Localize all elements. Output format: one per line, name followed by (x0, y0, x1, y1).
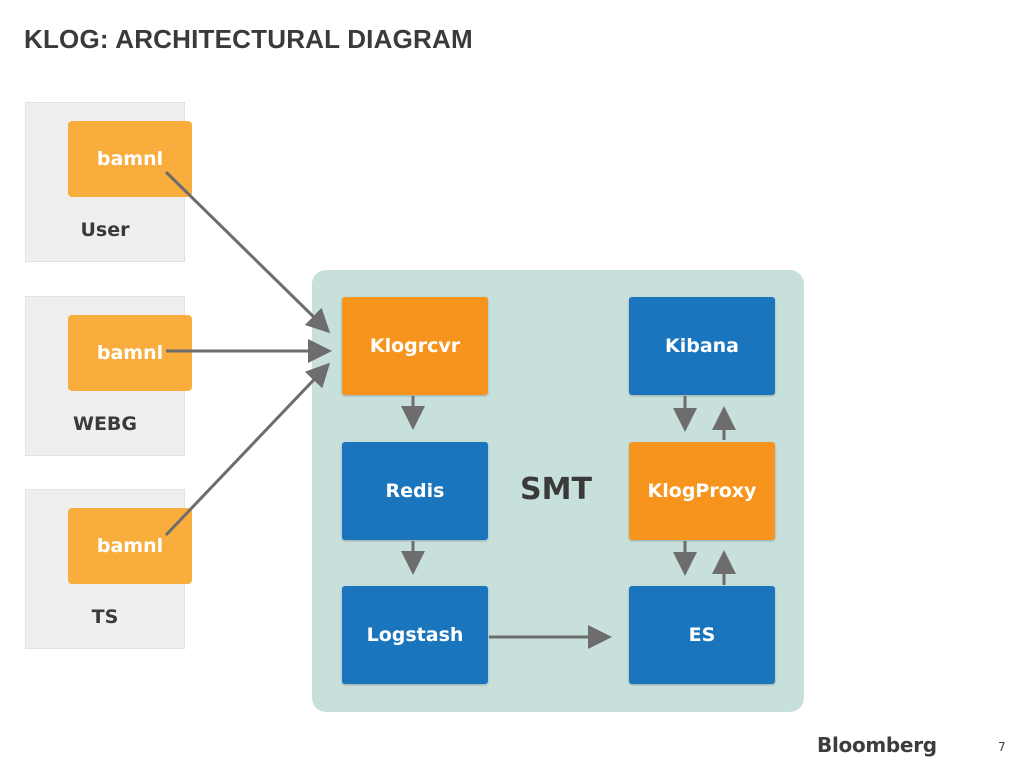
source-label-webg: WEBG (72, 413, 137, 435)
bamnl-box-user: bamnl (68, 121, 192, 197)
klogrcvr-node: Klogrcvr (342, 297, 488, 395)
bamnl-box-webg: bamnl (68, 315, 192, 391)
source-panel-user: bamnl User (25, 102, 192, 262)
page-title: KLOG: ARCHITECTURAL DIAGRAM (24, 24, 473, 54)
bloomberg-logo: Bloomberg (817, 733, 937, 757)
smt-label: SMT (520, 472, 592, 507)
arrow-user-to-klogrcvr (164, 170, 331, 334)
source-label-user: User (80, 219, 130, 241)
redis-node: Redis (342, 442, 488, 540)
arrow-ts-to-klogrcvr (164, 362, 331, 537)
logstash-node: Logstash (342, 586, 488, 684)
es-node: ES (629, 586, 775, 684)
bamnl-box-ts: bamnl (68, 508, 192, 584)
klogproxy-node: KlogProxy (629, 442, 775, 540)
page-number: 7 (998, 740, 1006, 754)
source-panel-webg: bamnl WEBG (25, 296, 192, 456)
source-label-ts: TS (91, 606, 119, 628)
source-panel-ts: bamnl TS (25, 489, 192, 649)
kibana-node: Kibana (629, 297, 775, 395)
